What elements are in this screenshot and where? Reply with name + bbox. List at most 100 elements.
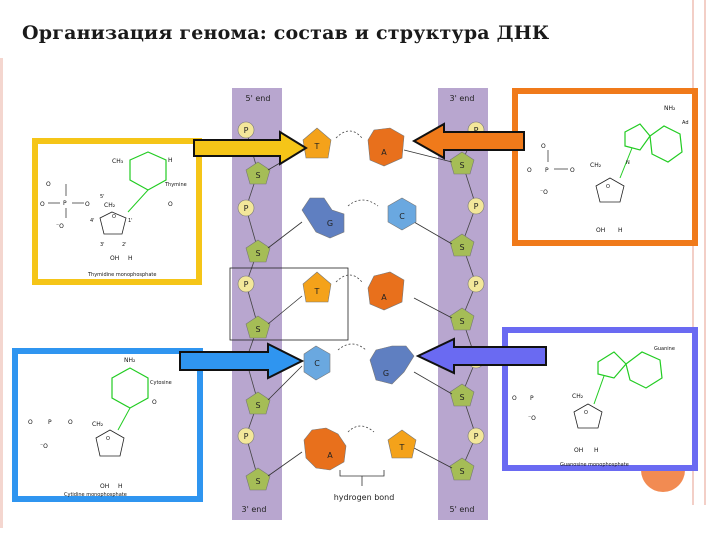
o-atom: O	[541, 143, 546, 150]
sugar-pentagon	[245, 161, 271, 185]
slide-title: Организация генома: состав и структура Д…	[22, 22, 550, 44]
arrow-adenine	[411, 122, 525, 160]
phosphate-circle	[467, 427, 485, 445]
oh-group: OH	[100, 483, 109, 490]
right-5-end-label: 5' end	[450, 505, 475, 514]
sugar-pentagon	[449, 383, 475, 407]
label-1prime: 1'	[128, 218, 133, 224]
o-atom-left: O	[40, 201, 45, 208]
adenine-label: Ad	[682, 120, 689, 126]
base-right	[387, 429, 417, 459]
o-atom-right: O	[570, 167, 575, 174]
phosphate-circle	[237, 199, 255, 217]
o-minus: ⁻O	[540, 189, 548, 196]
ring-o: O	[606, 184, 610, 190]
base-left-label: G	[327, 219, 333, 228]
sugar-label: S	[459, 393, 464, 402]
o-atom: O	[512, 395, 517, 402]
nh2-group: NH₂	[124, 357, 136, 364]
ch2-group: CH₂	[104, 202, 116, 209]
o-atom-right: O	[85, 201, 90, 208]
cytidine-panel	[12, 348, 203, 502]
sugar-pentagon	[245, 315, 271, 339]
sugar-pentagon	[449, 457, 475, 481]
hydrogen-bond	[347, 425, 375, 433]
sugar-pentagon	[245, 239, 271, 263]
base-left	[302, 127, 332, 159]
arrow-guanine	[415, 337, 547, 375]
thymine-label: Thymine	[164, 182, 187, 188]
adenosine-structure: O P O O ⁻O CH₂ O OH H NH₂ Ad N	[527, 105, 689, 234]
o-atom-c2: O	[168, 201, 173, 208]
right-3-end-label: 3' end	[450, 94, 475, 103]
o-minus: ⁻O	[528, 415, 536, 422]
base-right-label: A	[381, 293, 387, 302]
o-atom: O	[46, 181, 51, 188]
h-atom: H	[618, 227, 623, 234]
label-2prime: 2'	[122, 242, 127, 248]
base-left	[301, 197, 345, 239]
sugar-label: S	[459, 317, 464, 326]
o-atom: O	[28, 419, 33, 426]
base-right-label: A	[381, 148, 387, 157]
base-pair-3: T A	[302, 271, 405, 311]
h-atom: H	[594, 447, 599, 454]
o-atom-c2: O	[152, 399, 157, 406]
hydrogen-bond-label: hydrogen bond	[334, 493, 395, 502]
phosphate-circle	[237, 275, 255, 293]
left-5-end-label: 5' end	[246, 94, 271, 103]
sugar-label: S	[459, 161, 464, 170]
guanosine-caption: Guanosine monophosphate	[560, 462, 629, 468]
ring-o: O	[584, 410, 588, 416]
hydrogen-bond-bracket	[339, 470, 385, 477]
left-strand-units: P S P S P S P S P S	[237, 121, 271, 491]
phosphate-circle	[467, 275, 485, 293]
phosphate-label: P	[244, 280, 249, 289]
highlight-box	[229, 267, 349, 341]
base-left-label: C	[314, 359, 320, 368]
ch2-group: CH₂	[590, 162, 602, 169]
o-minus: ⁻O	[56, 223, 64, 230]
o-atom-left: O	[527, 167, 532, 174]
right-backbone-bonds	[461, 129, 477, 469]
right-decor-lines	[692, 0, 706, 505]
base-right	[367, 271, 405, 311]
h-atom-n3: H	[168, 157, 173, 164]
p-atom: P	[48, 419, 52, 426]
sugar-pentagon	[449, 151, 475, 175]
hydrogen-bond	[335, 130, 363, 139]
base-right-label: G	[383, 369, 389, 378]
base-left-label: A	[327, 451, 333, 460]
p-atom: P	[63, 200, 67, 207]
arrow-cytosine	[179, 342, 305, 380]
sugar-pentagon	[449, 307, 475, 331]
sugar-label: S	[255, 171, 260, 180]
phosphate-circle	[237, 121, 255, 139]
p-atom: P	[545, 167, 549, 174]
ch2-group: CH₂	[572, 393, 584, 400]
base-left	[303, 427, 347, 471]
cytosine-label: Cytosine	[150, 380, 172, 386]
base-pair-5: A T	[303, 425, 417, 471]
right-strand-units: P S P S P S P S P S	[449, 121, 485, 481]
p-atom: P	[530, 395, 534, 402]
left-3-end-label: 3' end	[242, 505, 267, 514]
phosphate-circle	[467, 197, 485, 215]
phosphate-label: P	[474, 280, 479, 289]
base-left-label: T	[314, 142, 320, 151]
label-3prime: 3'	[100, 242, 105, 248]
hydrogen-bond	[337, 343, 367, 351]
sugar-label: S	[255, 477, 260, 486]
nh2-group: NH₂	[664, 105, 676, 112]
sugar-label: S	[459, 467, 464, 476]
sugar-pentagon	[245, 467, 271, 491]
base-pair-1: T A	[302, 127, 405, 167]
cytidine-structure: O P O ⁻O CH₂ O OH H NH₂ O Cytosine Cytid…	[28, 357, 172, 498]
phosphate-label: P	[474, 202, 479, 211]
sugar-pentagon	[449, 233, 475, 257]
thymidine-structure: O P O O ⁻O 5' CH₂ O 4' 1' 3' 2' OH H CH₃…	[40, 151, 187, 278]
base-right	[369, 345, 415, 385]
sugar-label: S	[459, 243, 464, 252]
oh-group: OH	[574, 447, 583, 454]
